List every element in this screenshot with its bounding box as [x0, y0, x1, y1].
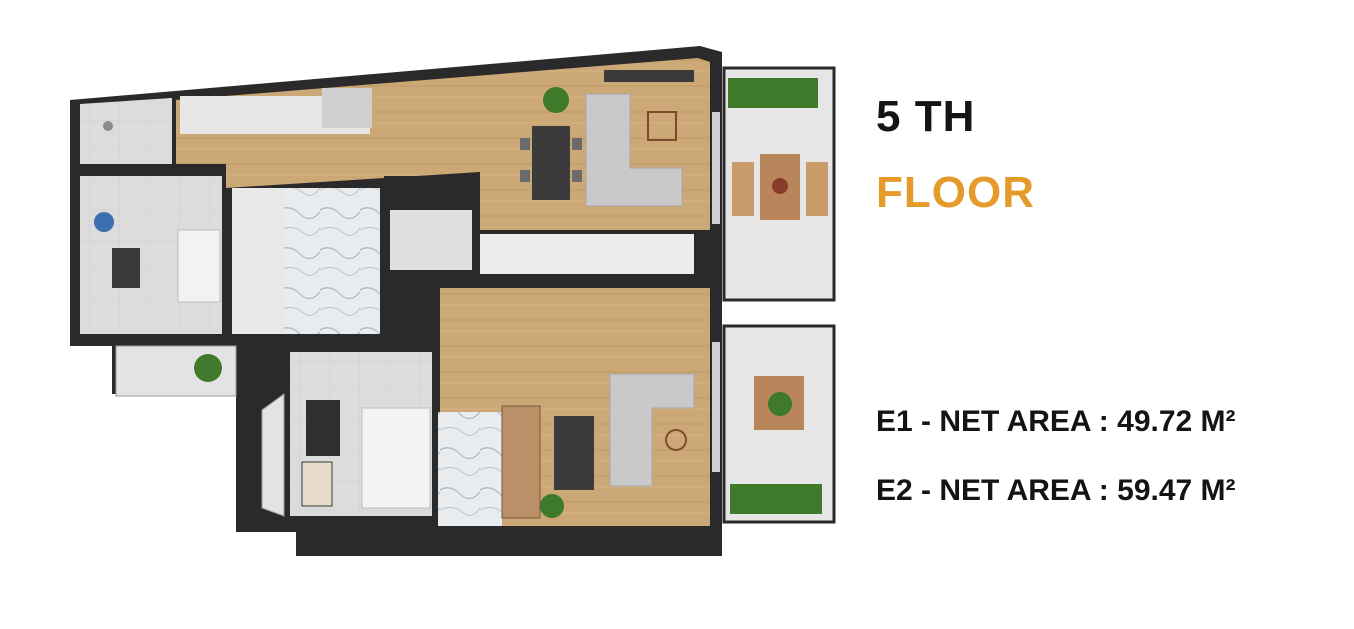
bathroom-lower: [438, 412, 502, 526]
floor-plan-drawing: [70, 46, 836, 556]
desk-left: [112, 248, 140, 288]
bed-lower: [361, 407, 431, 509]
floor-plan: [70, 46, 836, 556]
partition-counter: [480, 234, 694, 274]
area-e2-label: E2 - NET AREA : 59.47 M²: [876, 474, 1236, 507]
floor-number-heading: 5 TH: [876, 92, 976, 141]
bed-left: [177, 229, 221, 303]
plant-lower: [540, 494, 564, 518]
planter-upper: [728, 78, 818, 108]
area-e1-label: E1 - NET AREA : 49.72 M²: [876, 405, 1236, 438]
wine-shelf: [501, 405, 541, 519]
sofa-lower: [609, 373, 695, 487]
tv-unit-upper: [604, 70, 694, 82]
plant-upper: [543, 87, 569, 113]
storage: [390, 210, 472, 270]
wardrobe-lower: [306, 400, 340, 456]
dining-table-upper: [532, 126, 570, 200]
bathroom-upper: [80, 98, 172, 164]
floor-word-heading: FLOOR: [876, 168, 1035, 217]
dining-table-lower: [554, 416, 594, 490]
sofa-upper: [585, 93, 683, 207]
planter-lower: [730, 484, 822, 514]
